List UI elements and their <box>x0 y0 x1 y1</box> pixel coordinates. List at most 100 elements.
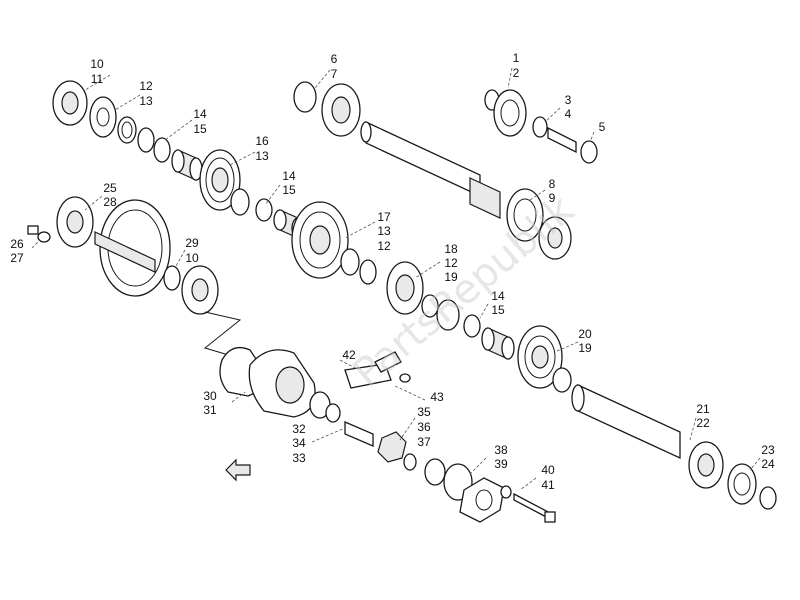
callout: 17 <box>377 210 391 224</box>
callout: 36 <box>417 420 431 434</box>
washer-16[interactable] <box>230 188 250 216</box>
output-shaft-21-22[interactable] <box>571 383 681 460</box>
bolt-40-41[interactable] <box>513 492 556 523</box>
callout: 2 <box>513 66 520 80</box>
callout: 1 <box>513 51 520 65</box>
pin-3-4[interactable] <box>547 126 577 154</box>
callout: 28 <box>103 195 117 209</box>
leader-lines <box>31 67 761 491</box>
callout: 12 <box>139 79 153 93</box>
callout: 19 <box>578 341 592 355</box>
callout: 32 <box>292 422 306 436</box>
callout: 39 <box>494 457 508 471</box>
gear-20-19[interactable] <box>517 325 563 389</box>
gear-23-24[interactable] <box>727 463 757 505</box>
gear-16-13[interactable] <box>199 149 241 211</box>
bearing-10-11[interactable] <box>52 80 88 126</box>
callout: 38 <box>494 443 508 457</box>
callout: 26 <box>10 237 24 251</box>
callout: 12 <box>444 256 458 270</box>
callout: 7 <box>331 67 338 81</box>
washer-12-13[interactable] <box>117 116 137 144</box>
callout: 42 <box>342 348 356 362</box>
callout: 9 <box>549 191 556 205</box>
callout: 11 <box>91 72 104 86</box>
callout: 40 <box>541 463 555 477</box>
callout: 13 <box>377 224 391 238</box>
needle-bearing-14-15-c[interactable] <box>481 327 515 360</box>
callout: 13 <box>139 94 153 108</box>
bearing-8-9[interactable] <box>538 216 572 260</box>
bushing-37[interactable] <box>424 458 446 486</box>
callout: 12 <box>377 239 391 253</box>
cam-35-36[interactable] <box>377 431 407 463</box>
main-shaft-8-9[interactable] <box>360 120 501 219</box>
callout: 10 <box>90 57 104 71</box>
callout: 34 <box>292 436 306 450</box>
washer-37[interactable] <box>403 453 417 471</box>
callout: 15 <box>282 183 296 197</box>
callout: 33 <box>292 451 306 465</box>
ring-17[interactable] <box>359 259 377 285</box>
dog-gear-18-12-19[interactable] <box>386 261 424 315</box>
washer-6-7[interactable] <box>293 81 317 113</box>
callout: 10 <box>185 251 199 265</box>
gear-12-13[interactable] <box>89 96 117 138</box>
callout: 41 <box>541 478 555 492</box>
washer-14-15-c[interactable] <box>463 314 481 338</box>
bearing-25-28[interactable] <box>56 196 94 248</box>
callout: 13 <box>255 149 269 163</box>
gear-1-2[interactable] <box>493 89 527 137</box>
callout: 14 <box>491 289 505 303</box>
callout: 18 <box>444 242 458 256</box>
gear-17-13-12[interactable] <box>291 201 349 279</box>
shaft-33[interactable] <box>344 421 374 447</box>
gear-25-28[interactable] <box>94 199 171 297</box>
ring-18[interactable] <box>436 299 460 331</box>
bearing-21-22[interactable] <box>688 441 724 489</box>
washer-18[interactable] <box>421 294 439 318</box>
cover-plate-38-39[interactable] <box>459 477 505 523</box>
callout: 21 <box>696 402 710 416</box>
callout: 37 <box>417 435 431 449</box>
washer-20[interactable] <box>552 367 572 393</box>
housing-30-31[interactable] <box>248 349 316 418</box>
callout: 19 <box>444 270 458 284</box>
callout: 43 <box>430 390 444 404</box>
ring-14-15-b[interactable] <box>255 198 273 222</box>
callout: 14 <box>282 169 296 183</box>
callout: 24 <box>761 457 775 471</box>
callout: 8 <box>549 177 556 191</box>
bolt-26-27[interactable] <box>27 225 51 243</box>
needle-bearing-14-15[interactable] <box>171 149 203 181</box>
washer-5[interactable] <box>580 140 598 164</box>
washer-29-10[interactable] <box>163 265 181 291</box>
ring-14-15[interactable] <box>153 137 171 163</box>
clip-23-24[interactable] <box>759 486 777 510</box>
callout: 31 <box>203 403 217 417</box>
callout: 4 <box>565 107 572 121</box>
shift-lever-42[interactable] <box>344 351 411 389</box>
washer-40-41[interactable] <box>500 485 512 499</box>
callout: 15 <box>193 122 207 136</box>
callout: 20 <box>578 327 592 341</box>
callout: 25 <box>103 181 117 195</box>
washer-34[interactable] <box>325 403 341 423</box>
callout: 30 <box>203 389 217 403</box>
callout: 27 <box>10 251 24 265</box>
callout: 6 <box>331 52 338 66</box>
bearing-6-7[interactable] <box>321 83 361 137</box>
washer-14-15[interactable] <box>137 127 155 153</box>
washer-3-4[interactable] <box>532 116 548 138</box>
bearing-29-10[interactable] <box>181 265 219 315</box>
gear-8-9[interactable] <box>506 188 544 242</box>
callout: 16 <box>255 134 269 148</box>
callout: 22 <box>696 416 710 430</box>
callout: 29 <box>185 236 199 250</box>
washer-17[interactable] <box>340 248 360 276</box>
callout: 23 <box>761 443 775 457</box>
front-arrow-icon <box>225 458 251 482</box>
callout: 5 <box>599 120 606 134</box>
callout: 3 <box>565 93 572 107</box>
